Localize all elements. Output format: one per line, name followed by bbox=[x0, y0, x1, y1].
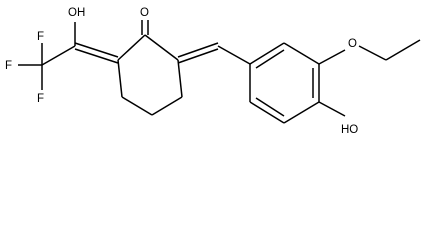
enol-double-bond-a bbox=[74, 42, 119, 58]
fluorine-bottom-label: F bbox=[37, 93, 44, 105]
arene-bond-2 bbox=[283, 42, 320, 65]
ring-bond-c5-c6 bbox=[177, 59, 183, 98]
ethoxy-o-ch2-bond bbox=[358, 45, 387, 61]
fluorine-left-label: F bbox=[5, 60, 12, 72]
fluorine-top-label: F bbox=[37, 31, 44, 43]
arene-inner-bond-3 bbox=[255, 97, 285, 117]
ether-oxygen-label: O bbox=[348, 38, 357, 50]
arene-inner-bond-1 bbox=[255, 49, 285, 69]
benzylidene-aryl-bond bbox=[217, 45, 251, 65]
benzylidene-double-bond-a bbox=[177, 42, 219, 58]
ring-bond-c2-c3 bbox=[117, 59, 123, 98]
enol-hydroxyl-label: OH bbox=[68, 7, 85, 19]
benzylidene-double-bond-b bbox=[177, 48, 219, 64]
enol-double-bond-b bbox=[74, 48, 119, 64]
arene-bond-4 bbox=[283, 101, 320, 124]
phenol-bond bbox=[318, 101, 346, 117]
ring-bond-c6-c1 bbox=[144, 34, 179, 61]
ring-bond-c3-c4 bbox=[121, 96, 153, 116]
ethoxy-ch2-ch3-bond bbox=[385, 39, 421, 61]
phenol-hydroxyl-label: HO bbox=[341, 124, 358, 136]
cf3-bond bbox=[41, 45, 76, 66]
molecule-diagram: O OH F F F O HO bbox=[5, 7, 421, 136]
ether-bond bbox=[318, 49, 346, 65]
ketone-oxygen-label: O bbox=[140, 7, 149, 19]
ring-bond-c1-c2 bbox=[117, 34, 146, 61]
arene-bond-1 bbox=[249, 42, 285, 65]
structure-canvas: O OH F F F O HO bbox=[5, 7, 421, 136]
arene-bond-5 bbox=[249, 101, 285, 124]
ring-bond-c4-c5 bbox=[151, 96, 183, 116]
